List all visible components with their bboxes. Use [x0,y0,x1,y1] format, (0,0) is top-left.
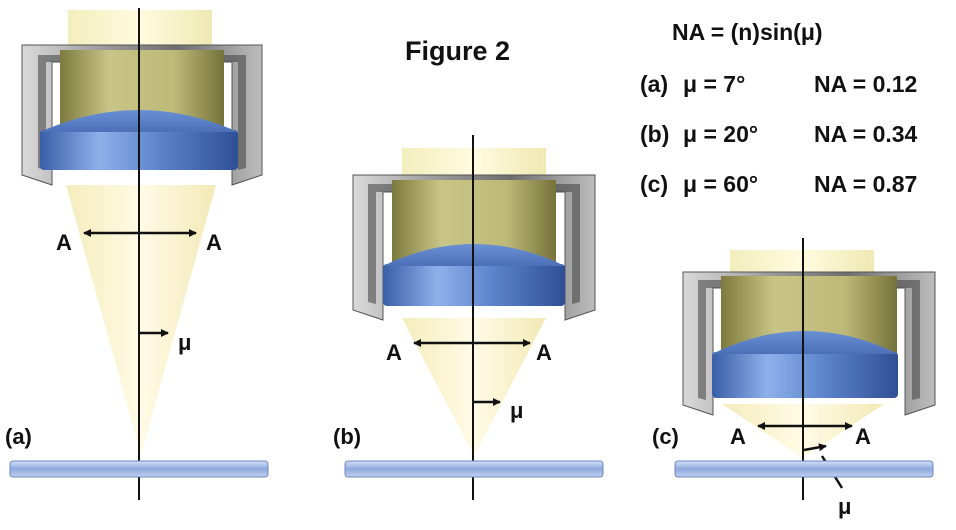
aperture-label-right: A [855,424,871,449]
panel-label: (b) [333,424,361,449]
na-row-b: (b) μ = 20° NA = 0.34 [640,121,918,147]
row-angle: μ = 20° [683,121,758,147]
na-row-c: (c) μ = 60° NA = 0.87 [640,171,917,197]
aperture-label-left: A [730,424,746,449]
row-na: NA = 0.87 [814,171,917,197]
angle-label: μ [178,330,191,355]
aperture-label-right: A [536,340,552,365]
specimen-slide [344,460,604,478]
row-angle: μ = 60° [683,171,758,197]
row-na: NA = 0.12 [814,71,917,97]
row-label: (a) [640,71,668,97]
panel-a: A A μ (a) [5,8,269,500]
panel-label: (c) [652,424,679,449]
row-na: NA = 0.34 [814,121,918,147]
panel-b: A A μ (b) [333,135,604,500]
row-label: (b) [640,121,669,147]
na-row-a: (a) μ = 7° NA = 0.12 [640,71,917,97]
panel-label: (a) [5,424,32,449]
row-label: (c) [640,171,668,197]
na-table: (a) μ = 7° NA = 0.12 (b) μ = 20° NA = 0.… [640,71,918,197]
figure-title: Figure 2 [405,36,510,66]
aperture-label-left: A [56,230,72,255]
light-cone [66,185,216,455]
angle-arrow [803,443,827,452]
formula: NA = (n)sin(μ) [672,19,823,45]
front-lens-band [712,352,898,398]
aperture-label-right: A [206,230,222,255]
panel-c: A A μ (c) [652,238,936,519]
row-angle: μ = 7° [683,71,745,97]
front-lens-dome [712,331,898,354]
specimen-slide [674,460,934,478]
specimen-slide [9,460,269,478]
angle-label: μ [510,398,523,423]
angle-label: μ [838,494,851,519]
aperture-label-left: A [386,340,402,365]
